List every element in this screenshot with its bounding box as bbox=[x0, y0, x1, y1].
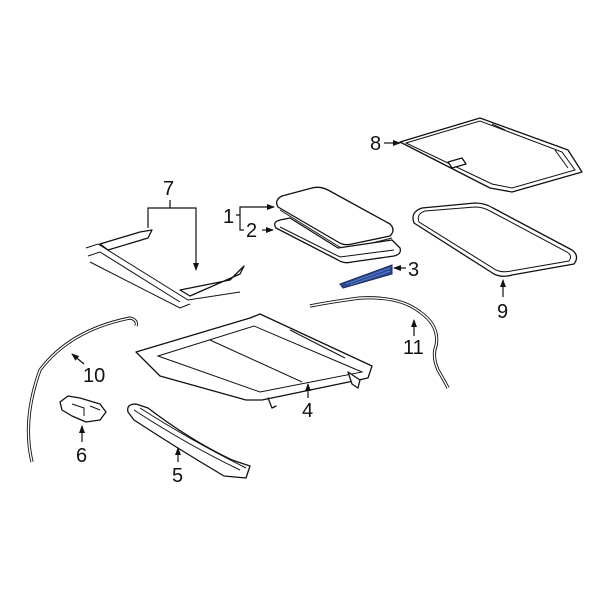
part-10-drain-hose[interactable] bbox=[26, 316, 138, 463]
part-5-guide-rail[interactable] bbox=[127, 403, 251, 479]
callout-8-label: 8 bbox=[370, 133, 381, 155]
part-8-sunshade[interactable] bbox=[399, 117, 583, 193]
callout-1-2: 1 2 bbox=[223, 204, 275, 242]
part-2-glass-seal[interactable] bbox=[274, 217, 402, 264]
callout-4-label: 4 bbox=[302, 400, 313, 422]
part-11-drain-hose[interactable] bbox=[309, 296, 450, 389]
callout-9-label: 9 bbox=[497, 301, 508, 323]
callout-4: 4 bbox=[302, 383, 313, 422]
part-1-glass-panel[interactable] bbox=[276, 186, 394, 250]
callout-8: 8 bbox=[370, 133, 401, 155]
part-9-weatherstrip[interactable] bbox=[412, 202, 578, 277]
part-4-frame-housing[interactable] bbox=[135, 313, 373, 409]
callout-3: 3 bbox=[393, 259, 419, 281]
part-3-deflector-seal[interactable] bbox=[339, 264, 393, 289]
callout-5: 5 bbox=[172, 447, 183, 487]
callout-10: 10 bbox=[71, 353, 105, 387]
callout-7: 7 bbox=[147, 178, 199, 271]
callout-11: 11 bbox=[403, 319, 424, 359]
callout-6: 6 bbox=[76, 425, 87, 467]
callout-10-label: 10 bbox=[83, 365, 105, 387]
callout-9: 9 bbox=[497, 279, 508, 323]
callout-1-label: 1 bbox=[223, 206, 234, 228]
callout-2-label: 2 bbox=[246, 220, 257, 242]
part-7-sunshade-rails[interactable] bbox=[85, 229, 245, 309]
callout-7-label: 7 bbox=[163, 178, 174, 200]
callout-5-label: 5 bbox=[172, 465, 183, 487]
callout-11-label: 11 bbox=[403, 337, 424, 359]
part-6-motor[interactable] bbox=[59, 395, 107, 423]
callout-6-label: 6 bbox=[76, 445, 87, 467]
callout-3-label: 3 bbox=[408, 259, 419, 281]
